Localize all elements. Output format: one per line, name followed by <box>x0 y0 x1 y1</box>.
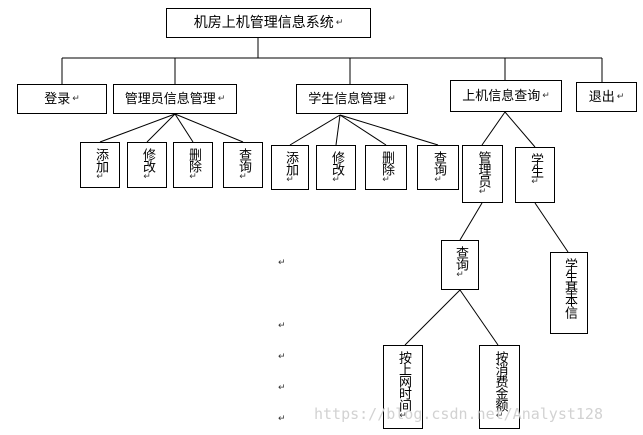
paragraph-mark-icon: ↵ <box>96 172 104 182</box>
paragraph-mark-icon: ↵ <box>335 17 344 28</box>
paragraph-mark-icon: ↵ <box>217 93 226 104</box>
paragraph-mark-icon: ↵ <box>399 411 407 421</box>
paragraph-mark-icon: ↵ <box>278 321 286 331</box>
login-node: 登录↵ <box>17 84 107 114</box>
student-basic-label: 学生基本信 <box>562 258 577 318</box>
query-to-time-line <box>404 289 461 346</box>
paragraph-mark-icon: ↵ <box>332 175 340 185</box>
paragraph-mark-icon: ↵ <box>278 352 286 362</box>
paragraph-mark-icon: ↵ <box>189 172 197 182</box>
student-delete-label: 删除 <box>379 151 394 175</box>
query-student-label: 学生 <box>528 153 543 177</box>
online-query-label: 上机信息查询 <box>462 88 541 104</box>
fan-admin-query-line <box>174 113 244 143</box>
paragraph-mark-icon: ↵ <box>143 172 151 182</box>
paragraph-mark-icon: ↵ <box>495 411 504 421</box>
paragraph-mark-icon: ↵ <box>382 175 390 185</box>
by-fee-node: 按消费金额↵ <box>479 345 520 429</box>
paragraph-mark-icon: ↵ <box>286 175 294 185</box>
root-label: 机房上机管理信息系统 <box>193 15 334 31</box>
online-query-node: 上机信息查询↵ <box>450 80 562 112</box>
admin-delete-node: 删除↵ <box>173 142 213 188</box>
fan-student-query-line <box>339 114 439 146</box>
fan-student-add-line <box>289 114 341 146</box>
paragraph-mark-icon: ↵ <box>531 177 539 187</box>
fan-admin-edit-line <box>146 113 176 143</box>
fan-query-admin-line <box>481 111 506 146</box>
paragraph-mark-icon: ↵ <box>239 172 247 182</box>
query-to-fee-line <box>459 289 499 346</box>
admin-query-op-node: 查询↵ <box>223 142 263 188</box>
student-query-op-node: 查询↵ <box>417 145 459 190</box>
admin-query-label: 查询 <box>453 246 468 270</box>
student-basic-node: 学生基本信 <box>550 252 588 334</box>
admin-info-label: 管理员信息管理 <box>124 91 216 107</box>
admin-edit-node: 修改↵ <box>127 142 167 188</box>
fan-admin-add-line <box>99 113 176 143</box>
paragraph-mark-icon: ↵ <box>616 91 625 102</box>
admin-to-query-line <box>459 202 483 241</box>
exit-node: 退出↵ <box>576 82 637 112</box>
student-info-label: 学生信息管理 <box>308 91 387 107</box>
fan-admin-delete-line <box>174 113 194 143</box>
student-edit-label: 修改 <box>329 151 344 175</box>
student-query-op-label: 查询 <box>431 151 446 175</box>
by-time-node: 按上网时间↵ <box>383 345 423 429</box>
login-label: 登录 <box>44 91 71 107</box>
paragraph-mark-icon: ↵ <box>456 270 464 280</box>
paragraph-mark-icon: ↵ <box>388 93 396 104</box>
student-add-label: 添加 <box>283 151 298 175</box>
admin-info-node: 管理员信息管理↵ <box>113 84 237 114</box>
student-info-node: 学生信息管理↵ <box>296 84 408 114</box>
root-node: 机房上机管理信息系统↵ <box>166 8 371 38</box>
query-admin-node: 管理员↵ <box>462 145 503 203</box>
paragraph-mark-icon: ↵ <box>278 414 286 424</box>
admin-query-op-label: 查询 <box>236 148 251 172</box>
admin-delete-label: 删除 <box>186 148 201 172</box>
query-student-node: 学生↵ <box>515 147 555 203</box>
paragraph-mark-icon: ↵ <box>278 258 286 268</box>
admin-add-label: 添加 <box>93 148 108 172</box>
paragraph-mark-icon: ↵ <box>434 175 442 185</box>
admin-edit-label: 修改 <box>140 148 155 172</box>
student-add-node: 添加↵ <box>271 145 309 190</box>
student-to-basic-line <box>534 202 569 253</box>
fan-query-student-line <box>504 111 536 148</box>
student-edit-node: 修改↵ <box>316 145 356 190</box>
paragraph-mark-icon: ↵ <box>542 90 550 101</box>
exit-label: 退出 <box>588 89 615 105</box>
paragraph-mark-icon: ↵ <box>278 383 286 393</box>
admin-add-node: 添加↵ <box>80 142 120 188</box>
paragraph-mark-icon: ↵ <box>72 93 80 104</box>
fan-student-delete-line <box>339 114 387 146</box>
admin-query-node: 查询↵ <box>441 240 479 290</box>
query-admin-label: 管理员 <box>475 151 491 187</box>
by-time-label: 按上网时间 <box>396 351 411 411</box>
fan-student-edit-line <box>335 114 341 146</box>
student-delete-node: 删除↵ <box>365 145 407 190</box>
by-fee-label: 按消费金额 <box>492 351 508 411</box>
paragraph-mark-icon: ↵ <box>478 187 487 197</box>
watermark: https://blog.csdn.net/Analyst128 <box>314 405 603 423</box>
